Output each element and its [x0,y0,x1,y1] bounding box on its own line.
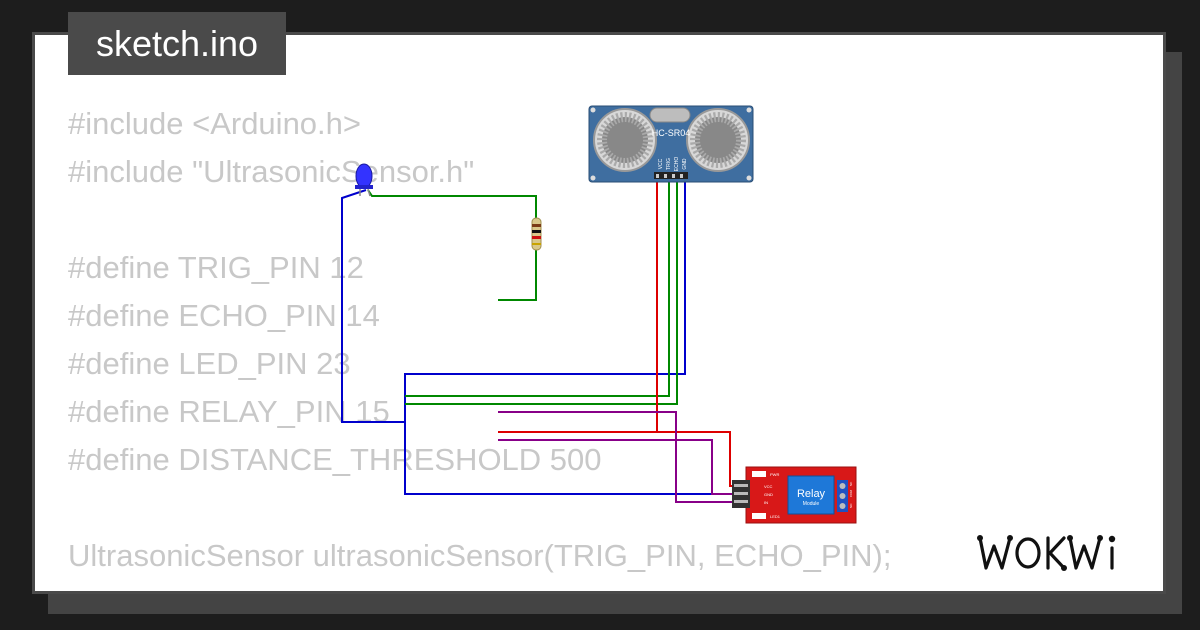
wire-purple-in[interactable] [498,411,748,503]
relay-terminal-label-com: COM [849,490,853,498]
relay-terminal-label-nc: NC [849,481,853,486]
sensor-pin-label-gnd: GND [682,158,688,170]
transducer-left [593,108,657,172]
relay-led-label: LED1 [770,514,781,519]
code-line: UltrasonicSensor ultrasonicSensor(TRIG_P… [68,538,892,573]
code-line: #define LED_PIN 23 [68,346,351,381]
wire-blue-led[interactable] [341,189,405,423]
code-editor[interactable]: #include <Arduino.h> #include "Ultrasoni… [68,100,968,580]
code-line: #define ECHO_PIN 14 [68,298,380,333]
relay-pwr-label: PWR [770,472,779,477]
code-line: #define DISTANCE_THRESHOLD 500 [68,442,602,477]
wire-blue-gnd[interactable] [404,178,734,495]
wire-green-resistor[interactable] [498,250,537,301]
wires [341,178,748,503]
relay-subtitle: Module [803,501,820,507]
sensor-label: HC-SR04 [652,128,691,138]
ultrasonic-sensor[interactable]: HC-SR04 VCC TRIG ECHO GND [588,105,754,183]
blue-led[interactable] [355,163,373,197]
sensor-pin-label-echo: ECHO [674,157,680,172]
relay-pin-label-in: IN [764,500,768,505]
code-line: #define RELAY_PIN 15 [68,394,390,429]
sensor-pin-label-vcc: VCC [658,158,664,169]
relay-pin-label-gnd: GND [764,492,773,497]
wire-green-echo[interactable] [405,178,678,405]
file-tab[interactable]: sketch.ino [68,12,286,75]
transducer-right [686,108,750,172]
relay-module[interactable]: PWR VCC GND IN LED1 Relay Module NC COM … [732,466,857,524]
resistor[interactable] [531,217,542,251]
code-line: #include <Arduino.h> [68,106,362,141]
wire-red-vcc[interactable] [498,178,658,433]
wire-purple-relay[interactable] [498,439,740,495]
relay-terminal-label-no: NO [849,503,853,508]
relay-pin-label-vcc: VCC [764,484,773,489]
code-line: #include "UltrasonicSensor.h" [68,154,475,189]
code-line: #define TRIG_PIN 12 [68,250,364,285]
sensor-pin-label-trig: TRIG [666,158,672,170]
wokwi-logo [977,535,1116,571]
relay-title: Relay [797,488,826,500]
wire-green-led[interactable] [367,189,537,218]
wire-green-trig[interactable] [405,178,670,397]
